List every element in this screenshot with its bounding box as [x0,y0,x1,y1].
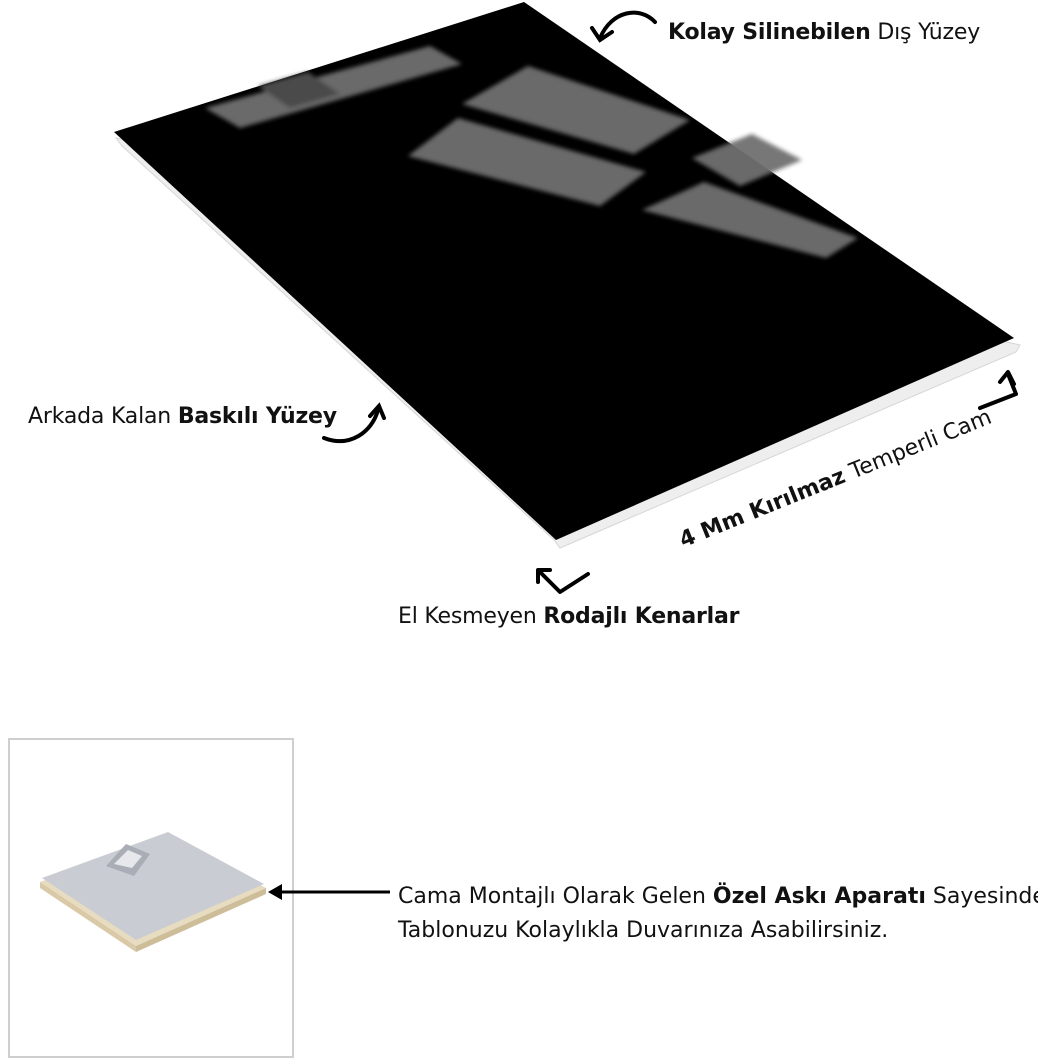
label-easy-clean-surface: Kolay Silinebilen Dış Yüzey [668,20,981,45]
left-arrow-icon [268,884,390,900]
curved-arrow-icon [590,10,657,43]
glass-panel-illustration [114,2,1021,594]
glass-panel [114,2,1014,540]
label-printed-back-surface: Arkada Kalan Baskılı Yüzey [28,404,337,429]
reflections [205,46,858,258]
corner-arrow-icon [978,370,1018,410]
hanger-description: Cama Montajlı Olarak Gelen Özel Askı Apa… [398,880,1038,948]
hanger-description-line1: Cama Montajlı Olarak Gelen Özel Askı Apa… [398,884,1038,909]
corner-arrow-icon [536,568,590,594]
label-polished-edges: El Kesmeyen Rodajlı Kenarlar [398,604,740,629]
hanger-description-line2: Tablonuzu Kolaylıkla Duvarınıza Asabilir… [398,918,889,943]
hanger-image [8,738,294,1058]
hanger-bracket-icon [40,832,266,952]
curved-arrow-icon [322,402,386,444]
